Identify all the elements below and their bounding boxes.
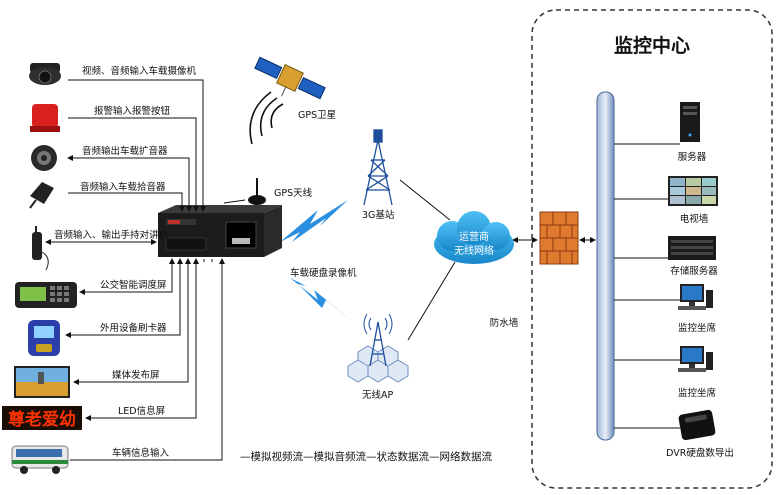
intercom-label: 音频输入、输出手持对讲机 bbox=[54, 229, 169, 241]
card-reader-icon bbox=[28, 320, 60, 356]
wireless-ap-label: 无线AP bbox=[362, 389, 393, 401]
led-screen-label: LED信息屏 bbox=[118, 405, 165, 417]
base-station-cloud-link bbox=[399, 179, 451, 221]
satellite-signal-arcs bbox=[249, 91, 284, 145]
device-connectors bbox=[45, 79, 225, 461]
firewall-label: 防水墙 bbox=[490, 317, 519, 329]
alarm-button-icon bbox=[30, 104, 60, 132]
center-bus-pipe bbox=[596, 91, 615, 441]
cloud-label-line2: 无线网络 bbox=[454, 244, 494, 257]
speaker-label: 音频输出车载扩音器 bbox=[82, 145, 168, 157]
server-icon bbox=[680, 102, 700, 142]
monitor-seat-1-icon bbox=[678, 284, 713, 310]
monitoring-center-title: 监控中心 bbox=[614, 34, 690, 57]
media-screen-label: 媒体发布屏 bbox=[112, 369, 160, 381]
vehicle-label: 车辆信息输入 bbox=[112, 447, 170, 459]
camera-label: 视频、音频输入车载摄像机 bbox=[82, 65, 197, 77]
monitor-seat-1-label: 监控坐席 bbox=[678, 322, 717, 334]
storage-server-icon bbox=[668, 236, 716, 260]
base-station-label: 3G基站 bbox=[362, 209, 395, 221]
microphone-icon bbox=[29, 182, 54, 209]
monitor-seat-2-icon bbox=[678, 346, 713, 372]
bus-icon bbox=[11, 445, 69, 474]
card-reader-label: 外用设备刷卡器 bbox=[100, 322, 167, 334]
led-screen-text: 尊老爱幼 bbox=[8, 409, 76, 430]
antenna-cable bbox=[223, 199, 246, 204]
firewall-icon bbox=[539, 211, 579, 265]
carrier-network-cloud bbox=[434, 211, 514, 264]
ap-cloud-link bbox=[407, 261, 456, 341]
lightning-bolt-upper-icon bbox=[280, 200, 348, 242]
media-screen-icon bbox=[14, 366, 70, 398]
tv-wall-icon bbox=[668, 176, 718, 206]
storage-server-label: 存储服务器 bbox=[670, 265, 718, 277]
lightning-bolt-lower-icon bbox=[290, 278, 356, 324]
hard-disk-icon bbox=[678, 409, 716, 441]
base-station-tower-icon bbox=[363, 129, 393, 206]
tv-wall-label: 电视墙 bbox=[680, 213, 709, 225]
legend-text: —模拟视频流—模拟音频流—状态数据流—网络数据流 bbox=[240, 450, 492, 463]
dvr-unit-icon bbox=[158, 205, 282, 257]
server-label: 服务器 bbox=[678, 151, 707, 163]
gps-satellite-icon bbox=[254, 56, 326, 100]
dvr-export-label: DVR硬盘数导出 bbox=[666, 447, 734, 459]
monitor-seat-2-label: 监控坐席 bbox=[678, 387, 717, 399]
dispatch-screen-icon bbox=[15, 282, 77, 308]
gps-antenna-label: GPS天线 bbox=[274, 187, 313, 199]
handheld-radio-icon bbox=[32, 226, 49, 271]
dispatch-label: 公交智能调度屏 bbox=[100, 279, 167, 291]
gps-antenna-icon bbox=[248, 178, 266, 205]
monitoring-center-frame bbox=[531, 9, 773, 489]
gps-satellite-label: GPS卫星 bbox=[298, 110, 336, 121]
led-screen: 尊老爱幼 bbox=[2, 406, 82, 430]
camera-icon bbox=[29, 63, 61, 85]
dvr-wireless-label: 车载硬盘录像机 bbox=[290, 267, 357, 279]
alarm-label: 报警输入报警按钮 bbox=[94, 105, 171, 117]
wireless-ap-tower-icon bbox=[347, 313, 409, 383]
cloud-label-line1: 运营商 bbox=[459, 230, 489, 243]
speaker-icon bbox=[31, 145, 57, 171]
mic-label: 音频输入车载拾音器 bbox=[80, 181, 166, 193]
